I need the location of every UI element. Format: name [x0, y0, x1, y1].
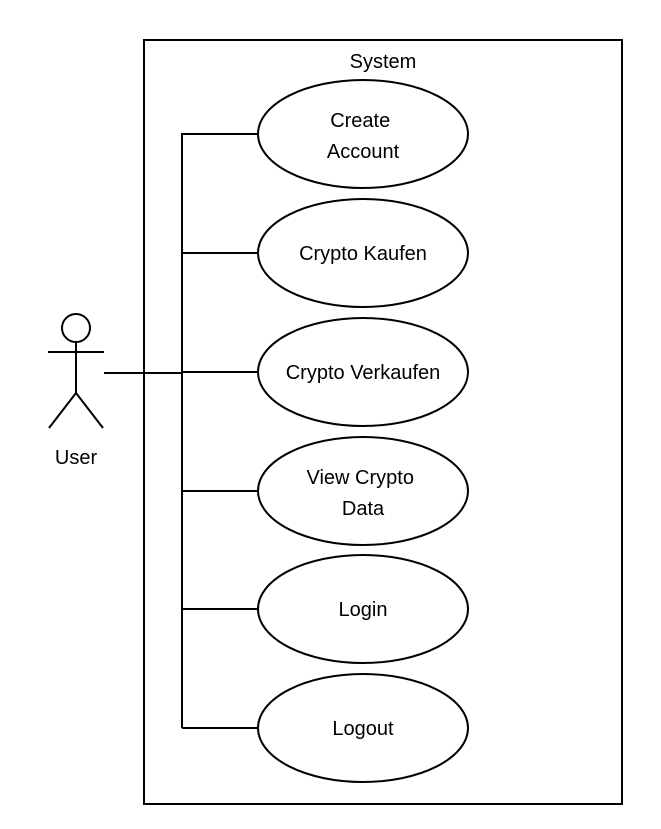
use-case-ellipse	[257, 436, 469, 546]
actor-left-leg	[48, 392, 77, 429]
use-case-ellipse	[257, 673, 469, 783]
actor-name: User	[55, 447, 98, 469]
use-case-crypto-kaufen[interactable]: Crypto Kaufen	[257, 198, 469, 308]
use-case-view-crypto-data[interactable]: View Crypto Data	[257, 436, 469, 546]
use-case-label: Login	[339, 599, 388, 621]
use-case-crypto-verkaufen[interactable]: Crypto Verkaufen	[257, 317, 469, 427]
system-title: System	[350, 51, 417, 73]
use-case-ellipse	[257, 317, 469, 427]
use-case-label: Crypto Verkaufen	[286, 362, 441, 384]
use-case-label: Create Account	[327, 110, 400, 163]
use-case-login[interactable]: Login	[257, 554, 469, 664]
use-case-label: Crypto Kaufen	[299, 243, 427, 265]
use-case-label: Logout	[332, 718, 394, 740]
use-case-ellipse	[257, 554, 469, 664]
use-case-create-account[interactable]: Create Account	[257, 79, 469, 189]
user-actor[interactable]: User	[48, 313, 104, 469]
use-case-label: View Crypto Data	[306, 467, 419, 520]
system-boundary[interactable]	[143, 39, 623, 805]
actor-head	[61, 313, 91, 343]
use-case-ellipse	[257, 79, 469, 189]
association-lines	[104, 133, 258, 729]
use-case-ellipse	[257, 198, 469, 308]
actor-right-leg	[75, 392, 104, 429]
use-case-logout[interactable]: Logout	[257, 673, 469, 783]
